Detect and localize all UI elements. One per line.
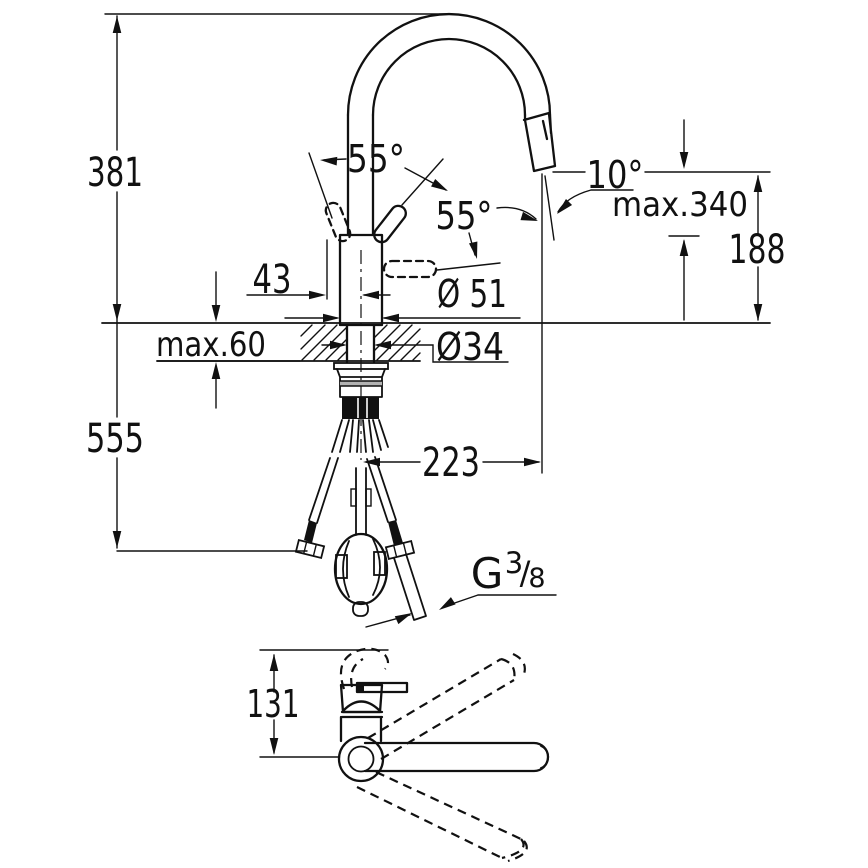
thread-leader <box>365 594 557 628</box>
top-view-height-dim <box>259 649 389 758</box>
spray-angle-leader <box>557 189 634 213</box>
spout-inner-arc <box>371 37 527 117</box>
dim-hole-diameter: Ø34 <box>436 325 504 369</box>
threaded-shank-block <box>342 397 379 419</box>
dim-below-counter-depth: 555 <box>86 416 144 462</box>
weight-end-cap <box>352 601 369 617</box>
faucet-body <box>338 233 384 327</box>
spout-outer-arc <box>346 12 552 117</box>
hex-fitting <box>294 538 326 560</box>
left-supply-hose <box>294 457 339 560</box>
dim-outlet-height: 188 <box>729 227 786 273</box>
hose-dark-band <box>304 520 317 543</box>
dim-body-diameter: Ø 51 <box>437 272 507 316</box>
thread-prefix: G <box>471 549 504 598</box>
thread-numerator: 3 <box>505 546 523 580</box>
thread-slash: / <box>520 554 531 592</box>
lever-raised-dashed <box>339 647 390 690</box>
escutcheon-and-shank <box>333 362 389 419</box>
body-band <box>339 710 384 743</box>
spout-arm-dashed-down <box>356 771 528 863</box>
dimension-labels: 381 555 55° 55° 10° max.340 188 43 Ø 51 … <box>86 137 786 726</box>
dim-deck-thickness: max.60 <box>156 325 266 365</box>
dim-lever-projection: 43 <box>253 257 292 303</box>
pullout-spray-head <box>522 111 557 173</box>
dim-spout-reach: 223 <box>422 440 480 486</box>
pullout-hose <box>355 467 367 536</box>
dim-top-view-height: 131 <box>247 682 300 726</box>
dim-pullout-extension: max.340 <box>612 185 748 225</box>
counter-section-hatch <box>300 324 421 361</box>
dim-thread-size: G 3 / 8 <box>471 546 546 598</box>
spout-riser-tube <box>346 113 375 237</box>
lever-handle-solid <box>373 204 407 244</box>
mounting-shank <box>345 323 376 364</box>
escutcheon-body <box>336 368 386 398</box>
spout-arm-dashed-up <box>367 653 526 760</box>
escutcheon-flange <box>333 362 389 370</box>
faucet-side-view <box>101 12 771 621</box>
faucet-top-view <box>337 647 550 863</box>
dim-lever-open-angle: 55° <box>436 194 493 238</box>
dim-spray-tilt-angle: 10° <box>587 153 644 197</box>
lever-handle-dashed-left <box>324 201 352 243</box>
pullout-hose-and-weight <box>333 467 389 617</box>
dim-lever-tilt-angle: 55° <box>347 137 405 181</box>
hose-weight <box>333 532 389 606</box>
dimension-arrowheads <box>112 16 763 755</box>
hex-fitting <box>384 539 416 561</box>
hose-threaded-end <box>393 553 427 621</box>
spout-arm-solid <box>363 741 550 773</box>
hose-dark-band <box>388 520 403 546</box>
lever-handle-dashed-open <box>382 259 438 279</box>
thread-denominator: 8 <box>528 563 545 594</box>
dimension-lines <box>104 13 771 758</box>
spout-arm-cap-detail <box>540 745 550 769</box>
escutcheon-band <box>340 381 382 386</box>
hose-fan <box>331 419 389 453</box>
spray-tilt-line <box>544 175 555 241</box>
swivel-bearing-inner <box>347 745 375 773</box>
right-supply-hose <box>366 456 427 621</box>
dim-overall-height: 381 <box>87 150 143 196</box>
